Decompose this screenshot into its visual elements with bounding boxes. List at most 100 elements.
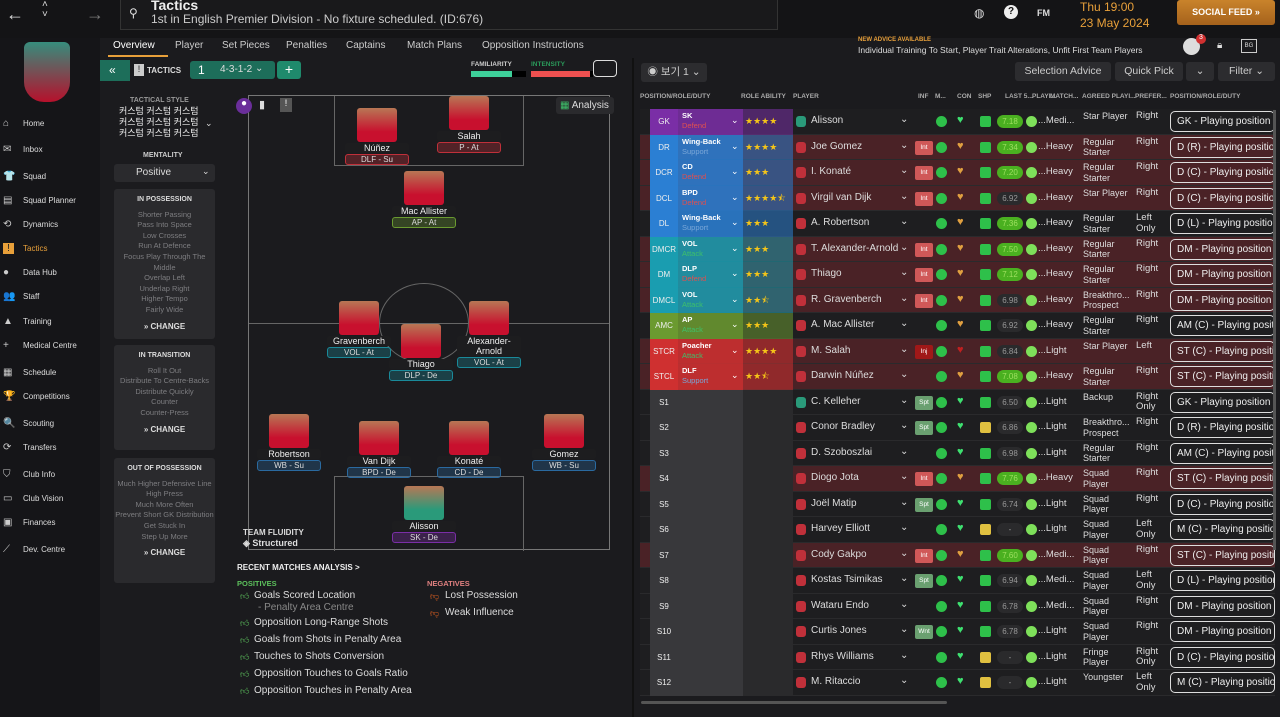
pitch-player-role[interactable]: WB - Su	[257, 460, 321, 471]
player-name[interactable]: Conor Bradley	[811, 421, 875, 432]
player-name[interactable]: I. Konaté	[811, 166, 852, 177]
help-icon[interactable]: ?	[1004, 5, 1018, 19]
position-role-select[interactable]: D (L) - Playing position	[1170, 570, 1275, 591]
pitch-player-role[interactable]: DLF - Su	[345, 154, 409, 165]
social-feed-button[interactable]: SOCIAL FEED »	[1177, 0, 1275, 25]
position-role-select[interactable]: D (R) - Playing position	[1170, 417, 1275, 438]
player-info-icon[interactable]: ●	[236, 98, 252, 114]
chevron-down-icon[interactable]: ⌄	[900, 216, 909, 227]
role-cell[interactable]	[678, 542, 743, 568]
tactics-notes-icon[interactable]: !	[280, 98, 292, 112]
player-name[interactable]: Alisson	[811, 115, 844, 126]
chevron-down-icon[interactable]: ⌄	[900, 114, 909, 125]
column-header[interactable]: M...	[935, 93, 946, 100]
chevron-down-icon[interactable]: ⌄	[900, 573, 909, 584]
column-header[interactable]: PREFER...	[1135, 93, 1167, 100]
chevron-down-icon[interactable]: ⌄	[900, 496, 909, 508]
chevron-down-icon[interactable]: ⌄	[900, 547, 909, 559]
search-bar[interactable]: ⚲ Tactics 1st in English Premier Divisio…	[120, 0, 778, 30]
pitch-player-role[interactable]: VOL - At	[457, 357, 521, 368]
player-name[interactable]: T. Alexander-Arnold	[811, 242, 899, 254]
sidebar-item-inbox[interactable]: ✉Inbox	[0, 139, 100, 161]
forward-icon[interactable]: →	[86, 4, 104, 24]
filter-button[interactable]: Filter ⌄	[1218, 62, 1275, 81]
pitch-player-name[interactable]: Gravenberch	[327, 336, 391, 346]
position-role-select[interactable]: D (R) - Playing position	[1170, 136, 1275, 158]
position-role-select[interactable]: D (C) - Playing position	[1170, 493, 1275, 515]
sidebar-item-scouting[interactable]: 🔍Scouting	[0, 413, 100, 435]
tab-set-pieces[interactable]: Set Pieces	[222, 40, 270, 51]
pitch-player-role[interactable]: VOL - At	[327, 347, 391, 358]
chevron-down-icon[interactable]: ⌄	[900, 369, 909, 380]
sidebar-item-competitions[interactable]: 🏆Competitions	[0, 386, 100, 408]
sidebar-item-training[interactable]: ▲Training	[0, 311, 100, 333]
position-role-select[interactable]: D (L) - Playing position	[1170, 213, 1275, 234]
position-role-select[interactable]: DM - Playing position	[1170, 621, 1275, 642]
sidebar-item-squad-planner[interactable]: ▤Squad Planner	[0, 190, 100, 212]
position-role-select[interactable]: GK - Playing position	[1170, 391, 1275, 413]
player-name[interactable]: Harvey Elliott	[811, 523, 870, 534]
sidebar-item-finances[interactable]: ▣Finances	[0, 512, 100, 534]
chevron-down-icon[interactable]: ⌄	[900, 292, 909, 304]
player-name[interactable]: M. Salah	[811, 344, 851, 356]
player-name[interactable]: Thiago	[811, 268, 842, 279]
column-header[interactable]: CON	[957, 93, 972, 100]
pitch-player-name[interactable]: Alisson	[392, 521, 456, 531]
pitch-player-name[interactable]: Alexander-Arnold	[457, 336, 521, 356]
collapse-panel-button[interactable]: «	[100, 60, 130, 81]
position-role-select[interactable]: DM - Playing position	[1170, 238, 1275, 260]
pitch-player-name[interactable]: Gomez	[532, 449, 596, 459]
sidebar-item-transfers[interactable]: ⟳Transfers	[0, 437, 100, 459]
player-name[interactable]: Rhys Williams	[811, 650, 874, 662]
recent-matches-analysis-link[interactable]: RECENT MATCHES ANALYSIS >	[237, 563, 360, 572]
sidebar-item-dev-centre[interactable]: ⟋Dev. Centre	[0, 539, 100, 561]
tab-penalties[interactable]: Penalties	[286, 40, 328, 51]
player-name[interactable]: Joël Matip	[811, 497, 857, 509]
position-role-select[interactable]: D (C) - Playing position	[1170, 646, 1275, 668]
player-name[interactable]: Darwin Núñez	[811, 370, 874, 381]
chevron-down-icon[interactable]: ⌄	[900, 598, 909, 610]
chevron-down-icon[interactable]: ⌄	[900, 471, 909, 482]
formation-selector[interactable]: 1 4-3-1-2 ⌄	[190, 61, 275, 79]
change-out-of-possession-button[interactable]: » CHANGE	[143, 548, 186, 558]
position-role-select[interactable]: DM - Playing position	[1170, 595, 1275, 617]
sidebar-item-tactics[interactable]: !Tactics	[0, 238, 100, 260]
pitch-player-role[interactable]: BPD - De	[347, 467, 411, 478]
chevron-down-icon[interactable]: ⌄	[900, 675, 909, 686]
pitch-player-role[interactable]: CD - De	[437, 467, 501, 478]
chevron-down-icon[interactable]: ⌄	[900, 420, 909, 431]
chevron-down-icon[interactable]: ⌄	[900, 267, 909, 278]
bar-chart-icon[interactable]: ▮	[259, 99, 266, 111]
chevron-down-icon[interactable]: ⌄	[900, 318, 909, 329]
position-role-select[interactable]: ST (C) - Playing position	[1170, 340, 1275, 362]
position-role-select[interactable]: D (C) - Playing position	[1170, 187, 1275, 209]
column-header[interactable]: INF	[918, 93, 929, 100]
chevron-down-icon[interactable]: ⌄	[900, 394, 909, 406]
tab-match-plans[interactable]: Match Plans	[407, 40, 463, 51]
column-header[interactable]: MATCH...	[1050, 93, 1079, 100]
selection-advice-button[interactable]: Selection Advice	[1015, 62, 1111, 81]
player-name[interactable]: A. Mac Allister	[811, 319, 875, 330]
player-name[interactable]: Virgil van Dijk	[811, 191, 872, 203]
